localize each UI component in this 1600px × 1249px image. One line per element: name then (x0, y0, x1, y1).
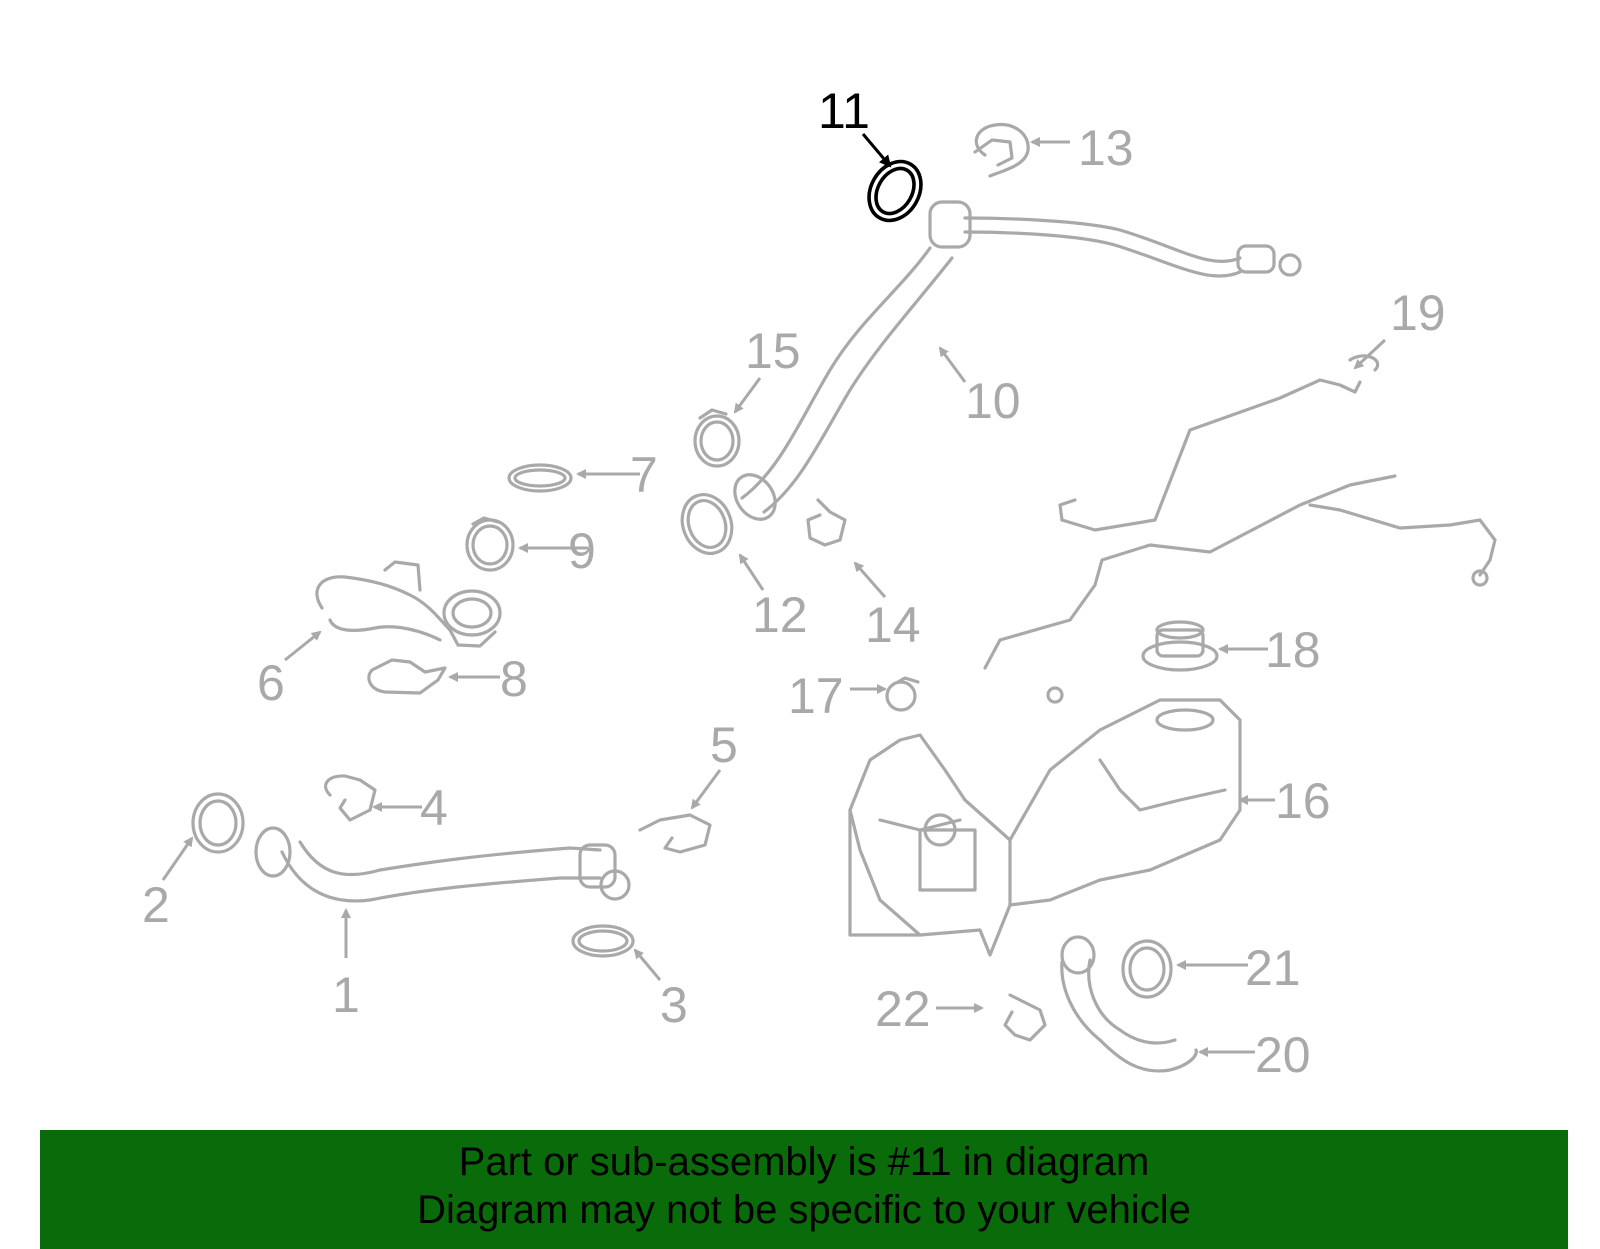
part-22-clip (1003, 993, 1047, 1042)
callout-18: 18 (1265, 622, 1321, 678)
callout-12: 12 (752, 587, 808, 643)
callout-9: 9 (568, 523, 596, 579)
callout-14: 14 (865, 597, 921, 653)
callout-13: 13 (1078, 120, 1134, 176)
part-3-gasket (571, 924, 635, 958)
part-14-clip (806, 498, 847, 547)
part-21-ring (1121, 939, 1173, 999)
callout-21: 21 (1245, 940, 1301, 996)
callout-4: 4 (420, 780, 448, 836)
callout-3: 3 (660, 977, 688, 1033)
part-20-hose (1060, 935, 1198, 1073)
callout-11: 11 (818, 83, 870, 139)
callout-22: 22 (875, 981, 931, 1037)
part-17-fastener (885, 676, 920, 712)
part-9-clamp (465, 516, 515, 572)
callout-8: 8 (500, 651, 528, 707)
callout-2: 2 (142, 877, 170, 933)
callout-7: 7 (630, 447, 658, 503)
banner-line-1: Part or sub-assembly is #11 in diagram (458, 1140, 1150, 1184)
part-19-line (983, 354, 1497, 704)
callout-19: 19 (1390, 285, 1446, 341)
part-6-elbow (315, 560, 502, 648)
part-18-cap (1141, 620, 1219, 672)
part-5-clip (638, 813, 712, 854)
callout-15: 15 (745, 323, 801, 379)
callout-16: 16 (1275, 773, 1331, 829)
banner-line-2: Diagram may not be specific to your vehi… (417, 1188, 1191, 1232)
part-10-hose (733, 200, 1302, 521)
callout-6: 6 (257, 655, 285, 711)
callout-5: 5 (710, 717, 738, 773)
parts-diagram: 11 13 19 15 10 7 9 12 14 18 6 8 17 5 4 1… (142, 83, 1497, 1083)
part-2-ring (191, 792, 245, 854)
part-11-o-ring (867, 159, 923, 223)
callout-17: 17 (788, 668, 844, 724)
part-12-ring (680, 493, 734, 555)
callout-10: 10 (965, 373, 1021, 429)
part-4-clip (324, 774, 377, 822)
leader-lines (161, 133, 1387, 1057)
part-13-clip (973, 123, 1030, 178)
part-7-gasket (507, 463, 573, 493)
part-16-reservoir (848, 698, 1242, 957)
callout-1: 1 (332, 967, 360, 1023)
part-1-hose (254, 826, 631, 903)
info-banner: Part or sub-assembly is #11 in diagram D… (40, 1130, 1568, 1249)
part-8-clip (367, 658, 447, 695)
callout-20: 20 (1255, 1027, 1311, 1083)
part-15-clamp (693, 408, 741, 468)
